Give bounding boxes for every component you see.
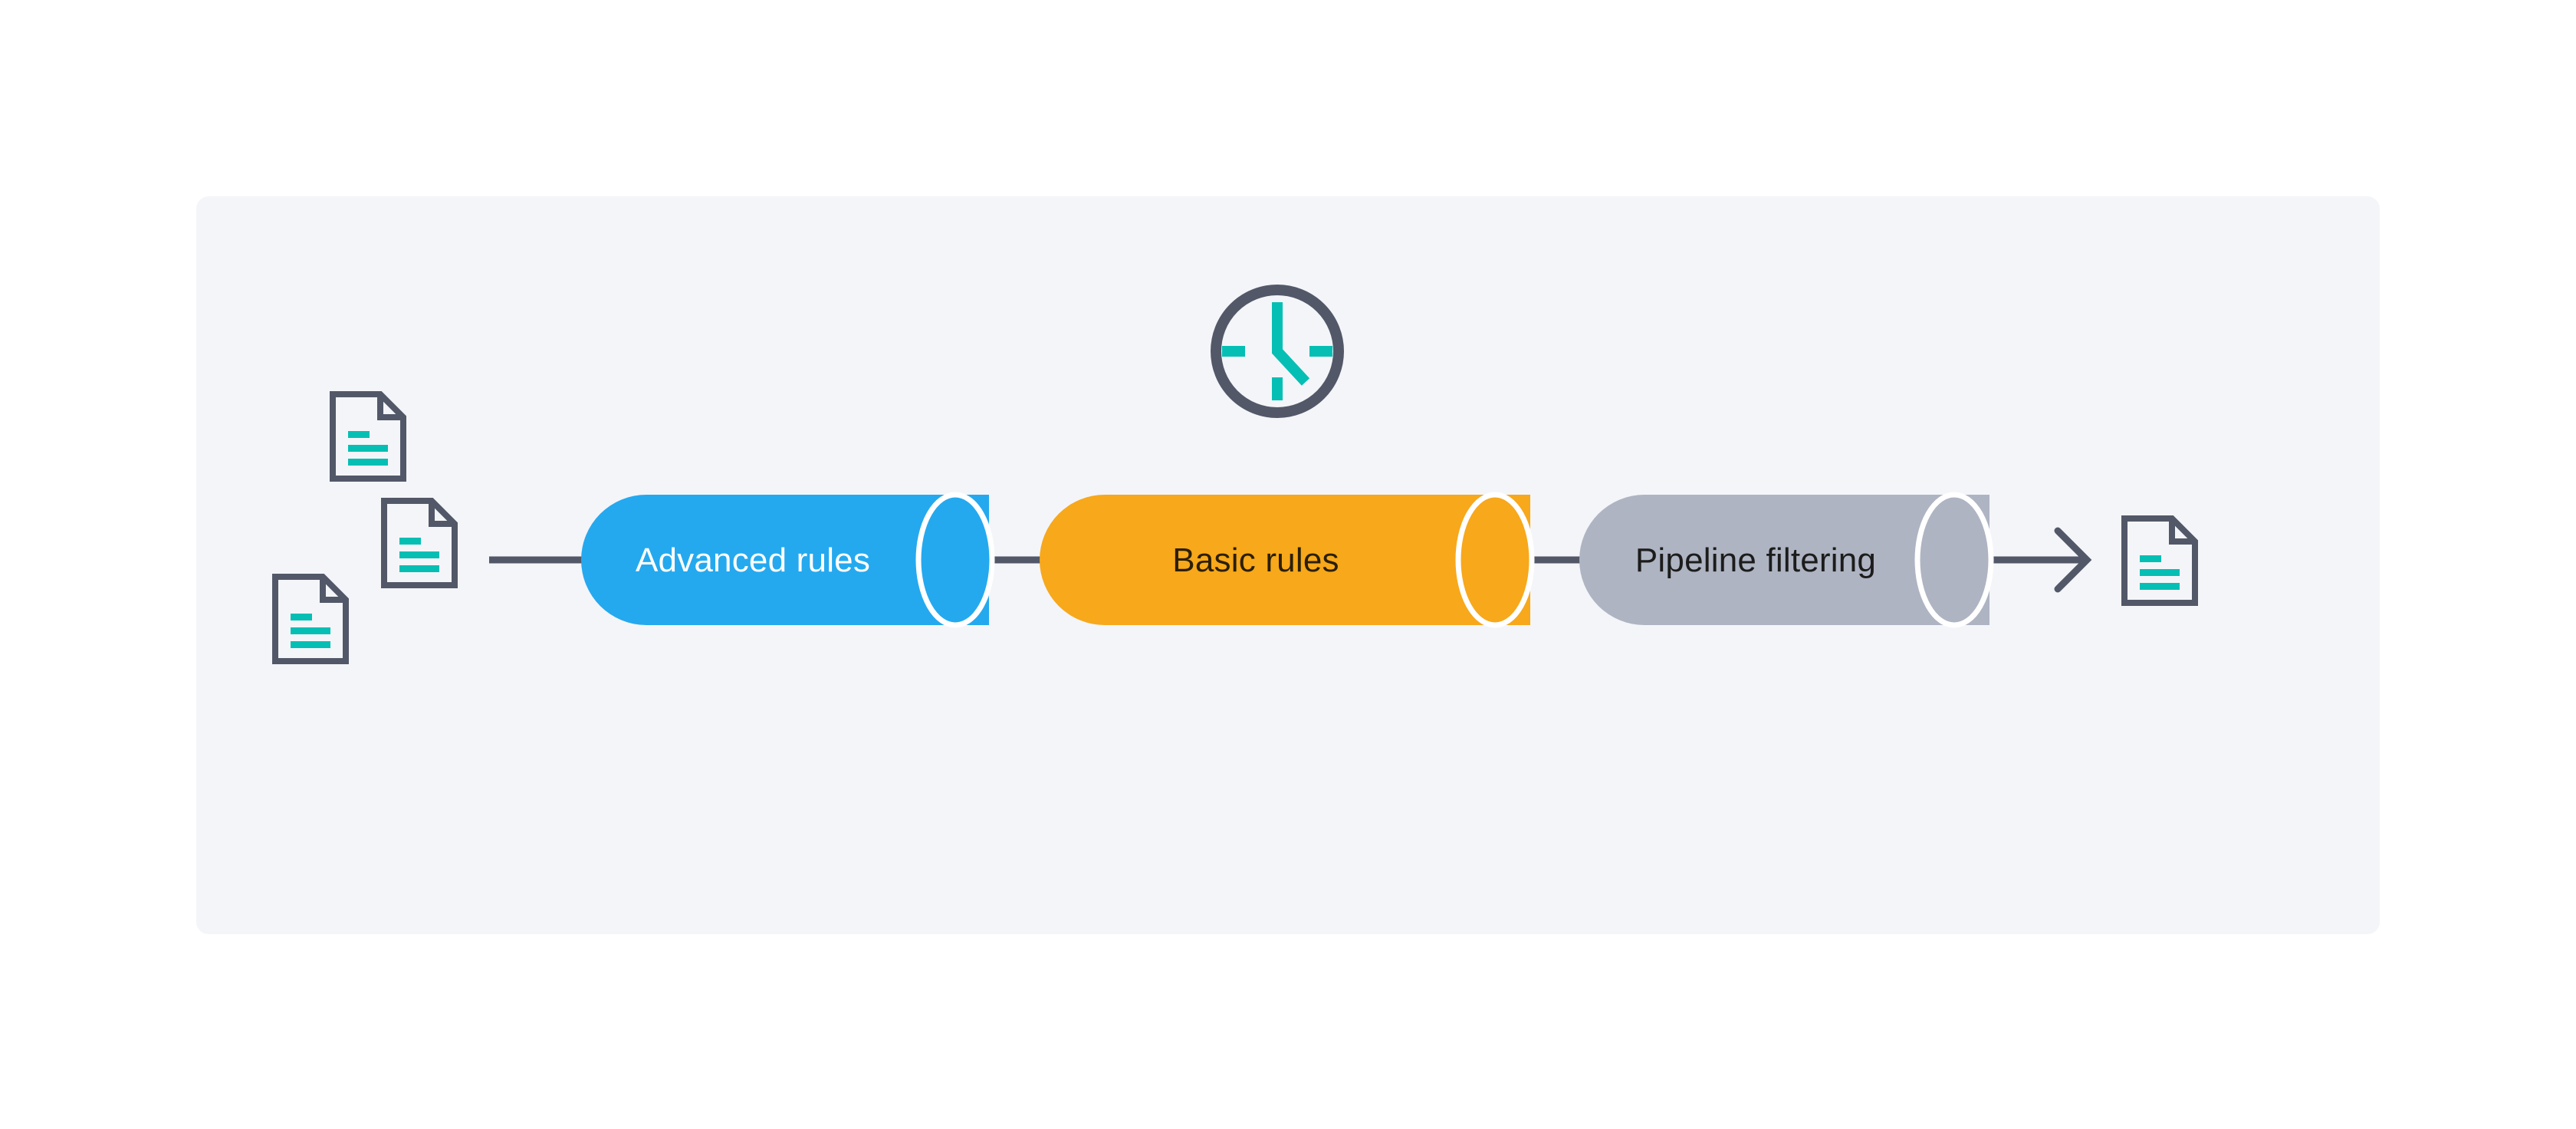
cylinder-body [1579, 495, 1990, 625]
clock-icon [1211, 285, 1344, 418]
input-document-icon-2 [384, 501, 455, 585]
node-pipeline-filtering[interactable] [1579, 492, 1994, 628]
cylinder-body [581, 495, 989, 625]
output-document-icon [2124, 518, 2195, 603]
cylinder-body [1040, 495, 1530, 625]
node-advanced-rules[interactable] [581, 492, 995, 628]
node-basic-rules[interactable] [1040, 492, 1535, 628]
cylinder-end-cap [915, 492, 995, 628]
cylinder-end-cap [1455, 492, 1535, 628]
cylinder-end-cap [1914, 492, 1994, 628]
arrowhead-icon [2054, 527, 2092, 593]
input-document-icon-3 [275, 577, 346, 661]
clock-tick-6 [1272, 377, 1283, 400]
clock-tick-3 [1309, 346, 1332, 357]
clock-hands [1272, 313, 1310, 386]
clock-tick-9 [1222, 346, 1245, 357]
input-document-icon-1 [333, 394, 403, 479]
